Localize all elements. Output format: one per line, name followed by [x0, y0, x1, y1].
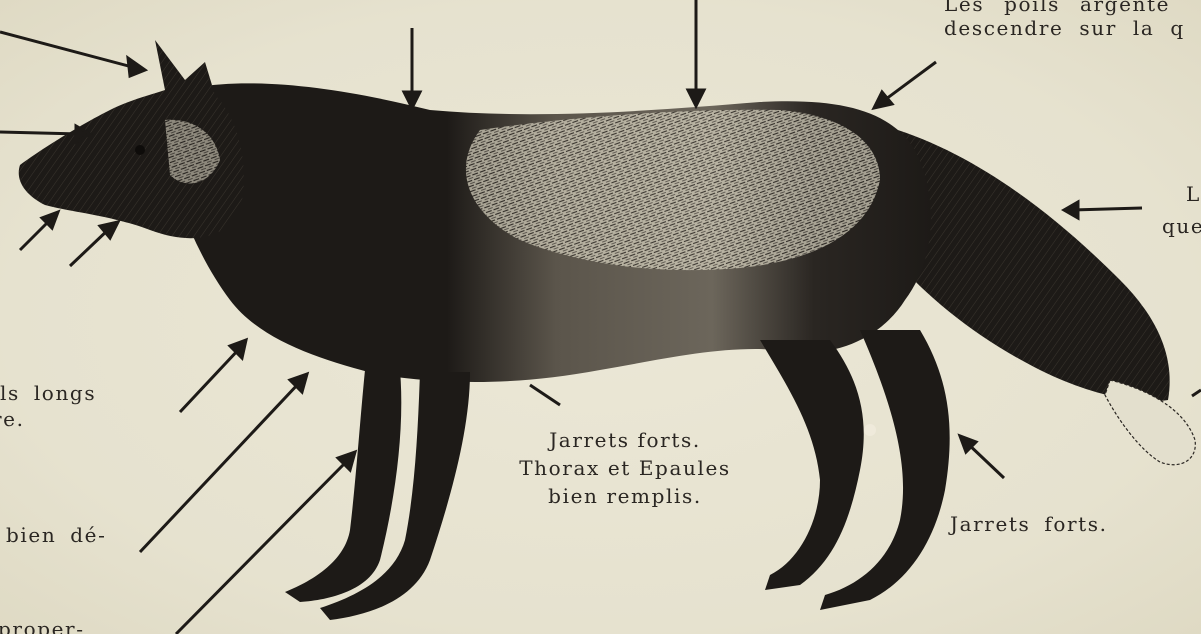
fox-body: [150, 83, 931, 382]
caption-right-line1: L: [1186, 182, 1201, 206]
caption-center-block: Jarrets forts. Thorax et Epaules bien re…: [490, 426, 760, 510]
leg-highlight: [864, 424, 876, 436]
caption-center-line1: Jarrets forts.: [490, 426, 760, 454]
caption-top-right-line2: descendre sur la q: [944, 16, 1185, 40]
caption-left-line1: ils longs: [0, 381, 96, 405]
caption-hind-legs: Jarrets forts.: [950, 512, 1108, 536]
caption-left-line3: bien dé-: [6, 523, 106, 547]
caption-top-right-line1: Les poils argente: [944, 0, 1170, 16]
caption-center-line2: Thorax et Epaules: [490, 454, 760, 482]
caption-right-line2: que: [1162, 214, 1201, 238]
caption-left-line4: proper-: [0, 617, 85, 634]
caption-center-line3: bien remplis.: [490, 482, 760, 510]
caption-left-line2: re.: [0, 407, 25, 431]
